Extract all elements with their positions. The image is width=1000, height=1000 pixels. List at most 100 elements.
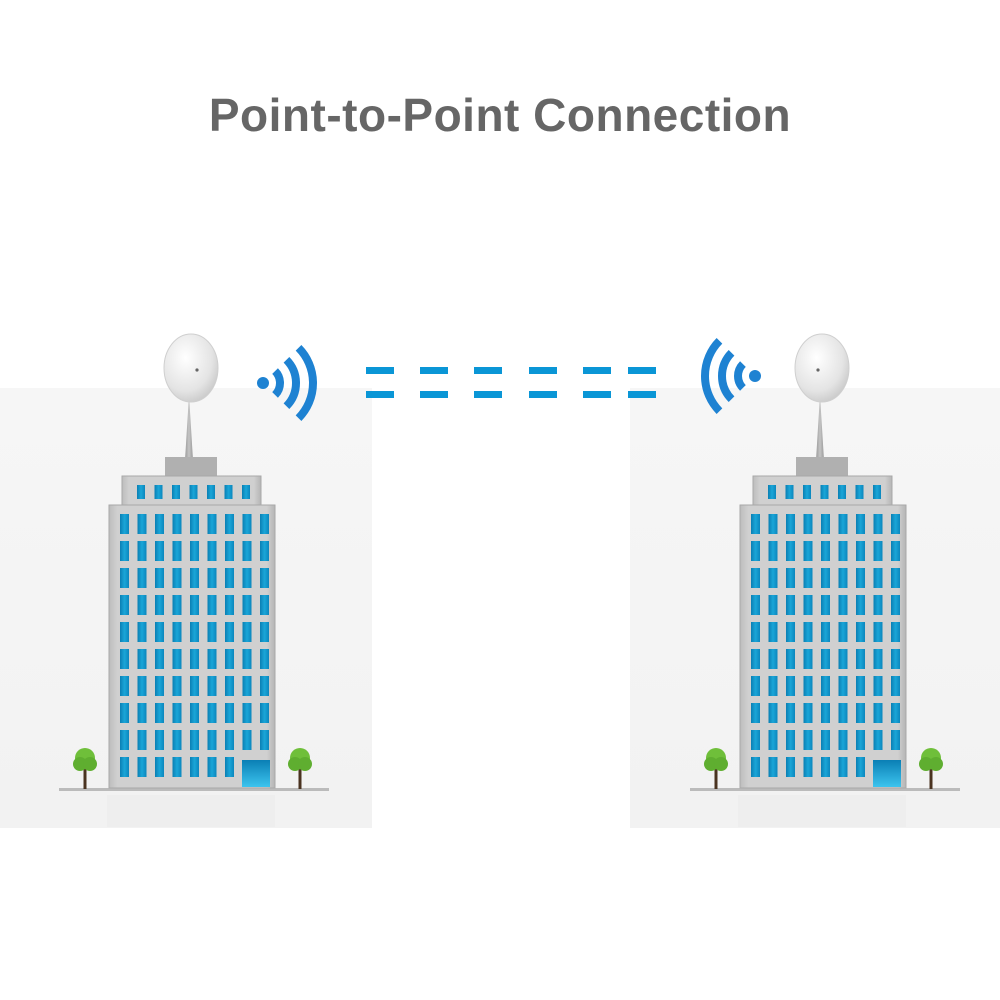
window [803,541,813,561]
window [873,514,883,534]
window [838,595,848,615]
window [855,485,864,499]
link-dash [474,391,502,398]
signal-icon-right [701,338,761,414]
window [768,568,778,588]
window [768,485,776,499]
window [137,730,147,750]
window [803,676,813,696]
window [225,676,234,696]
window [786,541,795,561]
building-reflection [738,795,906,827]
window [190,649,199,669]
window [803,514,813,534]
window [155,757,164,777]
window [207,622,217,642]
window [207,730,217,750]
window [242,622,252,642]
window [751,541,760,561]
window [891,568,900,588]
window [120,595,129,615]
tree-trunk [83,765,87,789]
window [242,676,252,696]
tree-canopy [288,757,302,771]
dish-antenna [163,333,219,403]
window [137,514,147,534]
window [751,730,760,750]
signal-wave-arc [295,345,317,421]
window [172,541,182,561]
ground-line [59,788,329,791]
window [838,568,848,588]
window [786,595,795,615]
window [873,485,881,499]
tree-canopy [83,757,97,771]
window [751,649,760,669]
window [768,676,778,696]
window [873,595,883,615]
window [155,649,164,669]
tree [919,748,943,789]
tree [73,748,97,789]
signal-dot [749,370,761,382]
window [225,649,234,669]
window [786,703,795,723]
signal-wave-arc [734,361,747,391]
window [225,514,234,534]
window [190,595,199,615]
tree-trunk [929,765,933,789]
window [803,730,813,750]
window [803,595,813,615]
window [207,485,215,499]
window [260,595,269,615]
window [768,541,778,561]
window [172,568,182,588]
window [838,703,848,723]
window [190,757,199,777]
window [751,595,760,615]
window [803,568,813,588]
window [225,757,234,777]
window [768,595,778,615]
window [260,568,269,588]
window [190,703,199,723]
antenna-mast [185,395,193,460]
window [190,514,199,534]
window [172,757,182,777]
window [207,649,217,669]
window [873,703,883,723]
signal-dot [257,377,269,389]
window [172,703,182,723]
window [137,676,147,696]
window [821,541,830,561]
window [821,568,830,588]
window [137,595,147,615]
window [242,730,252,750]
window [786,649,795,669]
window [225,595,234,615]
window [207,703,217,723]
window [838,730,848,750]
window [768,703,778,723]
window [189,485,198,499]
dish-feed-point [195,368,199,372]
dish-antenna [794,333,850,403]
window [242,703,252,723]
window [803,622,813,642]
link-dash [366,391,394,398]
window [155,730,164,750]
window [260,730,269,750]
window [856,757,865,777]
building-reflection [107,795,275,827]
window [242,541,252,561]
window [172,485,180,499]
window [891,703,900,723]
signal-icon-left [257,345,317,421]
ground-line [690,788,960,791]
tree [288,748,312,789]
tree-canopy [919,757,933,771]
window [803,649,813,669]
entrance-door [873,760,901,787]
window [190,541,199,561]
window [838,622,848,642]
